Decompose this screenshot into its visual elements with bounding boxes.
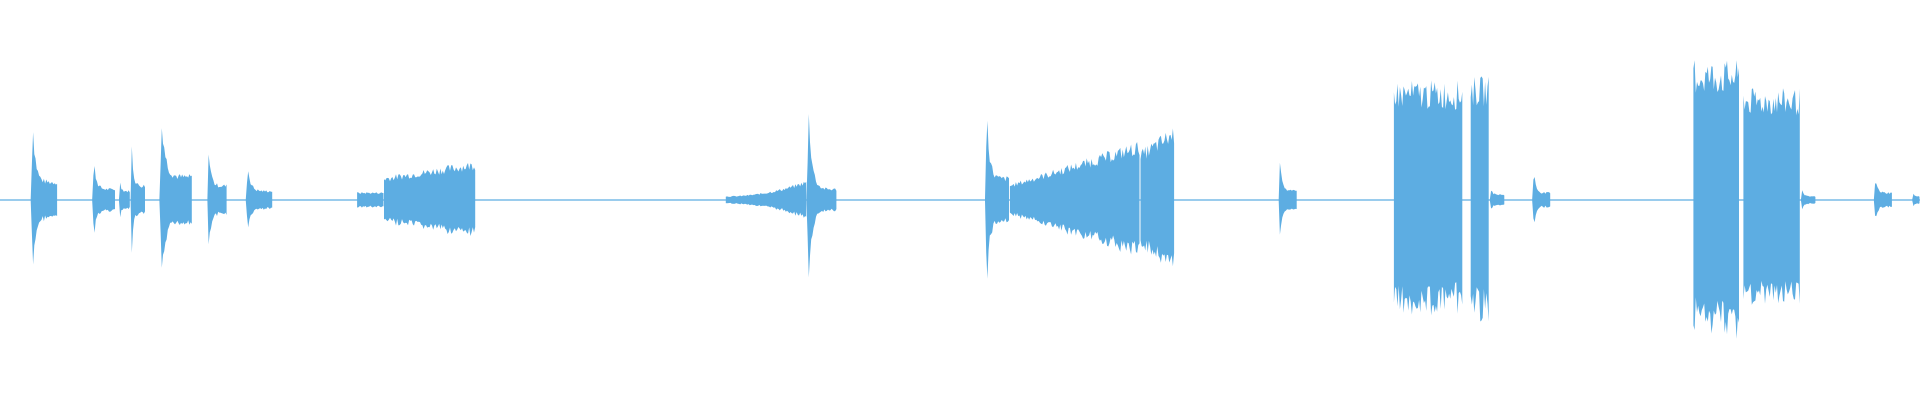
waveform-segment	[1489, 190, 1505, 209]
waveform-segment	[119, 182, 130, 218]
waveform-segment	[207, 154, 227, 245]
waveform-segment	[1470, 76, 1489, 322]
waveform-segment	[1743, 88, 1800, 305]
waveform-segment	[130, 146, 145, 253]
waveform-segment	[159, 128, 192, 268]
waveform-segment	[245, 171, 273, 228]
waveform-segment	[92, 166, 115, 233]
waveform-segment	[1532, 177, 1551, 223]
waveform-segment	[1912, 193, 1920, 207]
waveform-segment	[1009, 142, 1140, 255]
waveform-events	[30, 60, 1920, 339]
waveform-segment	[357, 192, 384, 208]
waveform-segment	[1278, 162, 1297, 235]
waveform-segment	[1140, 128, 1175, 267]
waveform-segment	[1873, 183, 1892, 217]
waveform-segment	[1393, 80, 1463, 316]
waveform-segment	[985, 120, 1009, 279]
waveform-segment	[725, 181, 807, 218]
waveform-segment	[384, 163, 476, 236]
waveform-segment	[1693, 60, 1739, 339]
waveform-segment	[30, 132, 58, 265]
waveform-segment	[806, 114, 837, 278]
waveform-segment	[1801, 190, 1816, 210]
